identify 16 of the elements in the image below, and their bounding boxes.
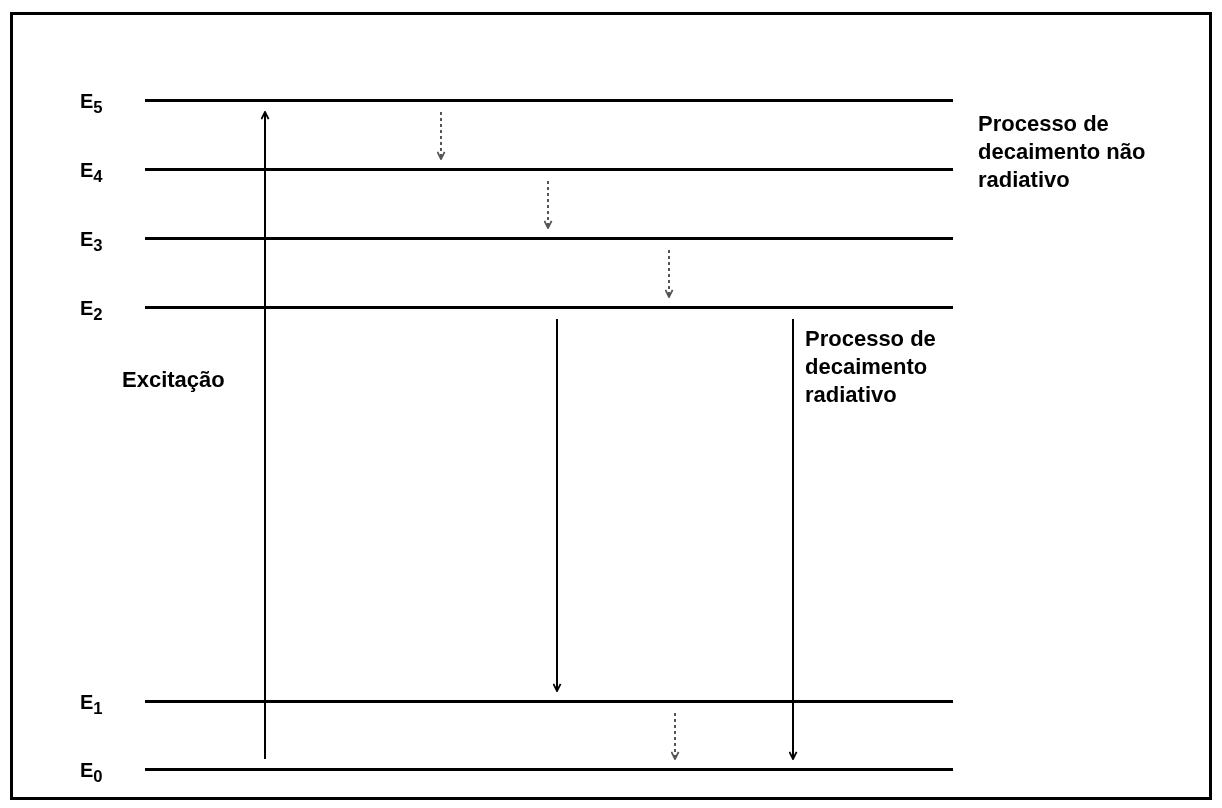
- level-label: E$_{1}$: [80, 691, 103, 720]
- dotted-arrow: [436, 111, 446, 160]
- level-label: E$_{0}$: [80, 759, 103, 788]
- level-label: E$_{5}$: [80, 90, 103, 119]
- arrow: [260, 111, 270, 760]
- arrow: [552, 318, 562, 692]
- process-label: Excitação: [122, 366, 226, 394]
- level-label: E$_{4}$: [80, 159, 103, 188]
- dotted-arrow: [664, 249, 674, 298]
- process-label: Processo de decaimento radiativo: [805, 325, 937, 409]
- level-label: E$_{3}$: [80, 228, 103, 257]
- process-label: Processo de decaimento não radiativo: [978, 110, 1147, 194]
- dotted-arrow: [543, 180, 553, 229]
- dotted-arrow: [670, 712, 680, 760]
- level-label: E$_{2}$: [80, 297, 103, 326]
- arrow: [788, 318, 798, 760]
